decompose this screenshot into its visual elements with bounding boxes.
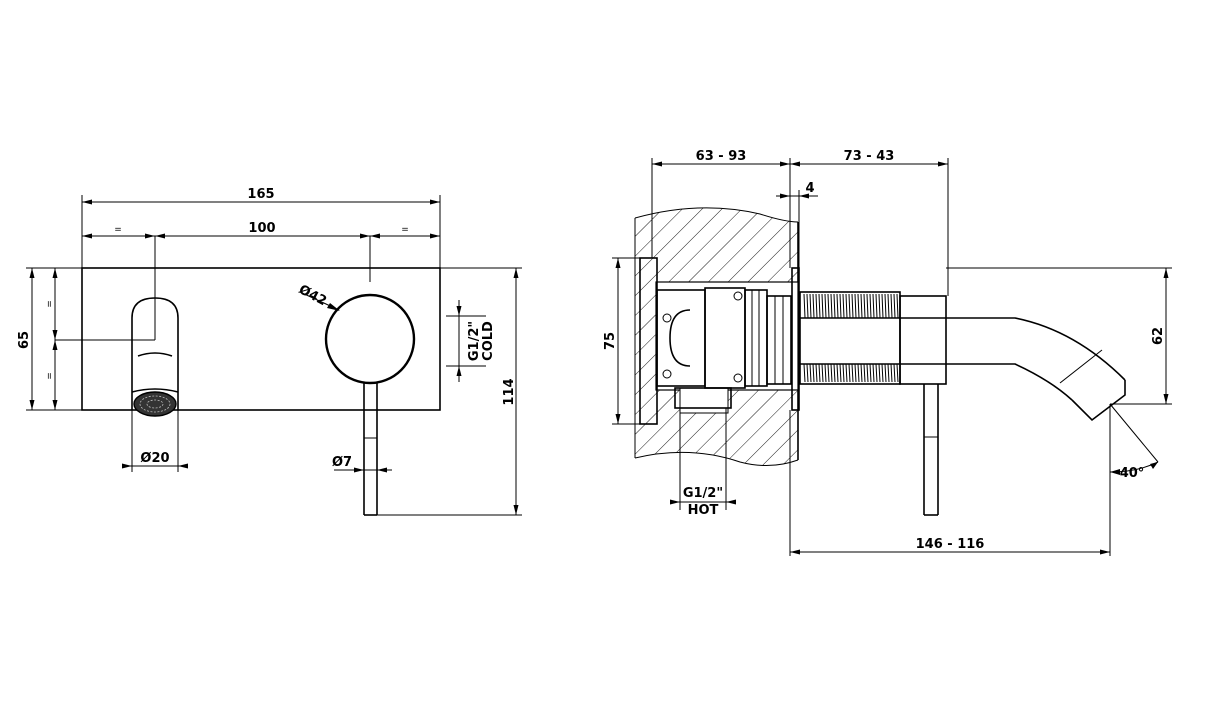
cold-thread-size: G1/2": [467, 321, 482, 361]
lever-front: [363, 383, 378, 516]
lever-side: [923, 384, 939, 516]
dim-equal-left: =: [114, 225, 122, 235]
dim-spout-height: 62: [1151, 327, 1166, 345]
dim-equal-right: =: [401, 225, 409, 235]
dim-equal-bottom: =: [45, 372, 55, 380]
dim-spout-angle: 40°: [1120, 466, 1145, 481]
dim-knob-diameter: Ø42: [296, 282, 329, 309]
dim-center-distance: 100: [248, 221, 275, 236]
dim-projection-upper: 73 - 43: [844, 149, 895, 164]
spout-front: [131, 297, 179, 417]
dim-plate-thickness: 4: [805, 181, 814, 196]
wall-plate: [81, 267, 441, 411]
side-view: 63 - 93 73 - 43 4 75 62 G1/2" HOT 40°: [603, 149, 1172, 556]
face-plate: [791, 267, 800, 411]
dim-lever-diameter: Ø7: [332, 455, 352, 470]
cold-label: COLD: [481, 321, 496, 361]
wall-section: [634, 207, 799, 466]
dim-total-height: 114: [502, 378, 517, 405]
mixer-knob: [324, 293, 416, 385]
dim-body-height: 75: [603, 332, 618, 350]
dim-spout-diameter: Ø20: [140, 451, 169, 466]
hot-label: HOT: [688, 503, 719, 518]
hot-thread-size: G1/2": [683, 486, 723, 501]
dim-equal-top: =: [45, 300, 55, 308]
dim-overall-width: 165: [247, 187, 274, 202]
spout-side: [800, 295, 1126, 422]
dim-projection-total: 146 - 116: [916, 537, 985, 552]
threaded-sleeve: [799, 291, 901, 385]
dim-wall-depth: 63 - 93: [696, 149, 747, 164]
front-view: 165 100 = = 65 = = Ø42 G1/2": [17, 187, 522, 516]
dim-plate-height: 65: [17, 331, 32, 349]
concealed-body: [639, 257, 792, 425]
